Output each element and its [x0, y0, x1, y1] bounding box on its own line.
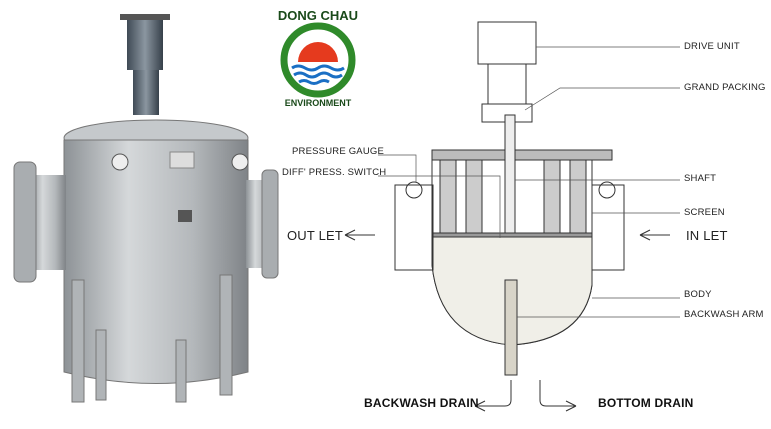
leader-lines: [378, 46, 680, 318]
label-inlet: IN LET: [686, 228, 728, 243]
inlet-flange: [261, 169, 279, 279]
label-backwash-drain: BACKWASH DRAIN: [364, 396, 479, 410]
pressure-gauge-left: [111, 153, 129, 171]
gearbox: [487, 63, 527, 105]
label-backwash-arm: BACKWASH ARM: [684, 309, 764, 320]
divider-plate: [431, 232, 593, 238]
svg-text:DONG CHAU: DONG CHAU: [278, 8, 358, 23]
outlet-flange: [13, 161, 37, 283]
label-diff-press-switch: DIFF' PRESS. SWITCH: [282, 167, 387, 178]
pressure-gauge-right: [231, 153, 249, 171]
gearbox: [133, 70, 159, 115]
screens: [439, 159, 587, 236]
motor-cap: [120, 14, 170, 20]
backwash-arm: [504, 279, 518, 376]
label-outlet: OUT LET: [287, 228, 344, 243]
label-drive-unit: DRIVE UNIT: [684, 41, 740, 52]
inlet-nozzle: [591, 184, 625, 271]
backwash-drain-arrow: [474, 380, 512, 412]
top-plate: [431, 149, 613, 161]
outlet-nozzle: [394, 184, 434, 271]
logo-water: [291, 64, 345, 85]
motor: [127, 20, 163, 70]
label-screen: SCREEN: [684, 207, 725, 218]
label-bottom-drain: BOTTOM DRAIN: [598, 396, 694, 410]
nameplate: [169, 151, 195, 169]
drive-unit: [477, 21, 537, 65]
diff-switch: [178, 210, 192, 222]
inlet-arrow: [639, 229, 670, 241]
label-shaft: SHAFT: [684, 173, 717, 184]
svg-text:ENVIRONMENT: ENVIRONMENT: [285, 98, 352, 108]
bottom-drain-arrow: [539, 380, 577, 412]
label-pressure-gauge: PRESSURE GAUGE: [292, 146, 385, 157]
gauge-right: [598, 181, 616, 199]
outlet-arrow: [344, 229, 375, 241]
legs: [71, 274, 233, 403]
logo-sun: [298, 42, 338, 62]
label-grand-packing: GRAND PACKING: [684, 82, 766, 93]
gauge-left: [405, 181, 423, 199]
label-body: BODY: [684, 289, 712, 300]
logo-ring: [280, 22, 356, 98]
